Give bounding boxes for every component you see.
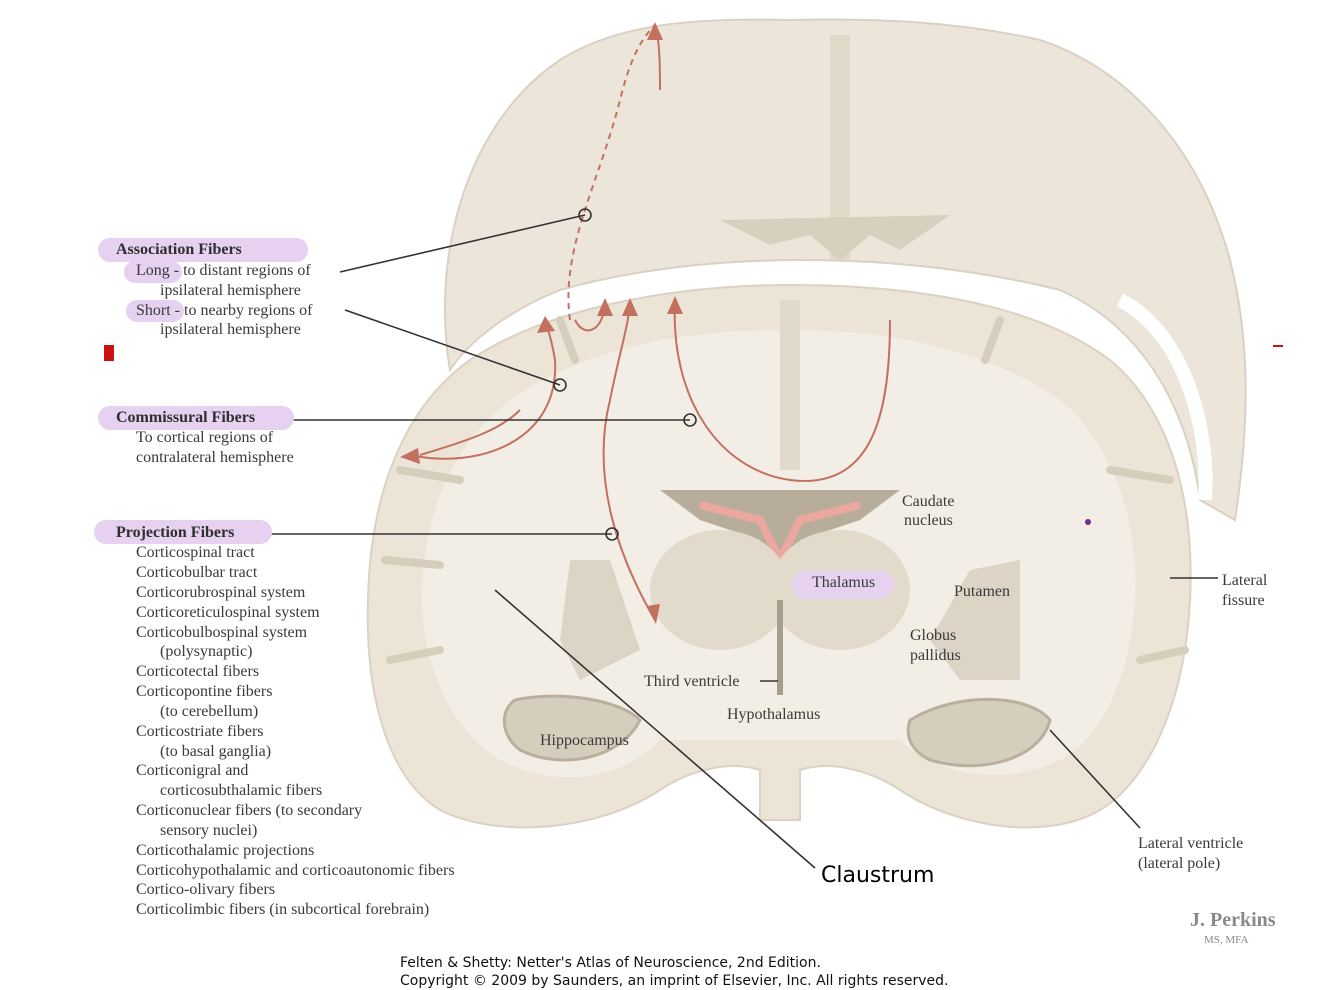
projection-item: Corticolimbic fibers (in subcortical for… (136, 901, 430, 918)
projection-item: (to cerebellum) (160, 703, 259, 720)
long-desc: - to distant regions of (173, 262, 311, 279)
projection-item: (to basal ganglia) (160, 743, 272, 760)
commissural-line2: contralateral hemisphere (136, 449, 294, 466)
leader-lines (248, 208, 1218, 869)
projection-item: Corticothalamic projections (136, 842, 315, 859)
short-desc: - to nearby regions of (174, 302, 313, 319)
projection-item: sensory nuclei) (160, 822, 258, 839)
long-highlight (124, 261, 182, 283)
globus-label-2: pallidus (910, 647, 961, 664)
third-ventricle-label: Third ventricle (644, 673, 740, 690)
posterior-brain-section (444, 18, 1247, 522)
projection-item: Corticohypothalamic and corticoautonomic… (136, 862, 455, 879)
association-long-line: Long - to distant regions of (136, 261, 311, 281)
caudate-label-1: Caudate (902, 493, 955, 510)
commissural-line1: To cortical regions of (136, 429, 274, 446)
thalamus-label: Thalamus (812, 574, 876, 591)
lateral-ventricle-label-1: Lateral ventricle (1138, 835, 1244, 852)
commissural-fibers-title: Commissural Fibers (116, 409, 256, 426)
globus-label-1: Globus (910, 627, 957, 644)
projection-fibers-title: Projection Fibers (116, 524, 235, 541)
projection-highlight (94, 520, 272, 544)
claustrum-label: Claustrum (821, 863, 935, 888)
projection-item: Corticobulbospinal system (136, 624, 308, 641)
projection-item: Corticorubrospinal system (136, 584, 306, 601)
projection-item: Corticospinal tract (136, 544, 255, 561)
lateral-ventricle-label-2: (lateral pole) (1138, 855, 1221, 872)
lateral-fissure-label-1: Lateral (1222, 572, 1268, 589)
projection-item: Corticonigral and (136, 762, 249, 779)
long-key: Long (136, 262, 170, 279)
artist-signature: J. Perkins (1190, 909, 1276, 931)
credit-line-2: Copyright © 2009 by Saunders, an imprint… (400, 973, 949, 989)
thalamus-highlight (792, 571, 894, 599)
projection-item: Corticopontine fibers (136, 683, 273, 700)
association-short-line2: ipsilateral hemisphere (160, 321, 301, 338)
putamen-label: Putamen (954, 583, 1010, 600)
short-key: Short (136, 302, 171, 319)
hypothalamus-label: Hypothalamus (727, 706, 821, 723)
caudate-label-2: nucleus (904, 512, 953, 529)
projection-item: Corticostriate fibers (136, 723, 264, 740)
red-marker (104, 345, 114, 361)
projection-item: Corticobulbar tract (136, 564, 258, 581)
projection-item: Corticonuclear fibers (to secondary (136, 802, 363, 819)
credit-line-1: Felten & Shetty: Netter's Atlas of Neuro… (400, 955, 821, 971)
projection-item: corticosubthalamic fibers (160, 782, 323, 799)
projection-item: (polysynaptic) (160, 643, 253, 660)
purple-dot (1085, 519, 1091, 525)
projection-item: Corticoreticulospinal system (136, 604, 320, 621)
association-short-line: Short - to nearby regions of (136, 301, 312, 321)
artist-degree: MS, MFA (1204, 934, 1249, 946)
association-fibers-title: Association Fibers (116, 241, 242, 258)
hippocampus-label: Hippocampus (540, 732, 629, 749)
short-highlight (126, 300, 184, 322)
commissural-highlight (98, 406, 294, 430)
projection-item: Cortico-olivary fibers (136, 881, 276, 898)
fiber-arrowheads (400, 22, 683, 624)
coronal-brain-section (366, 283, 1192, 829)
projection-item: Corticotectal fibers (136, 663, 260, 680)
association-highlight (98, 238, 308, 262)
association-long-line2: ipsilateral hemisphere (160, 282, 301, 299)
lateral-fissure-label-2: fissure (1222, 592, 1265, 609)
